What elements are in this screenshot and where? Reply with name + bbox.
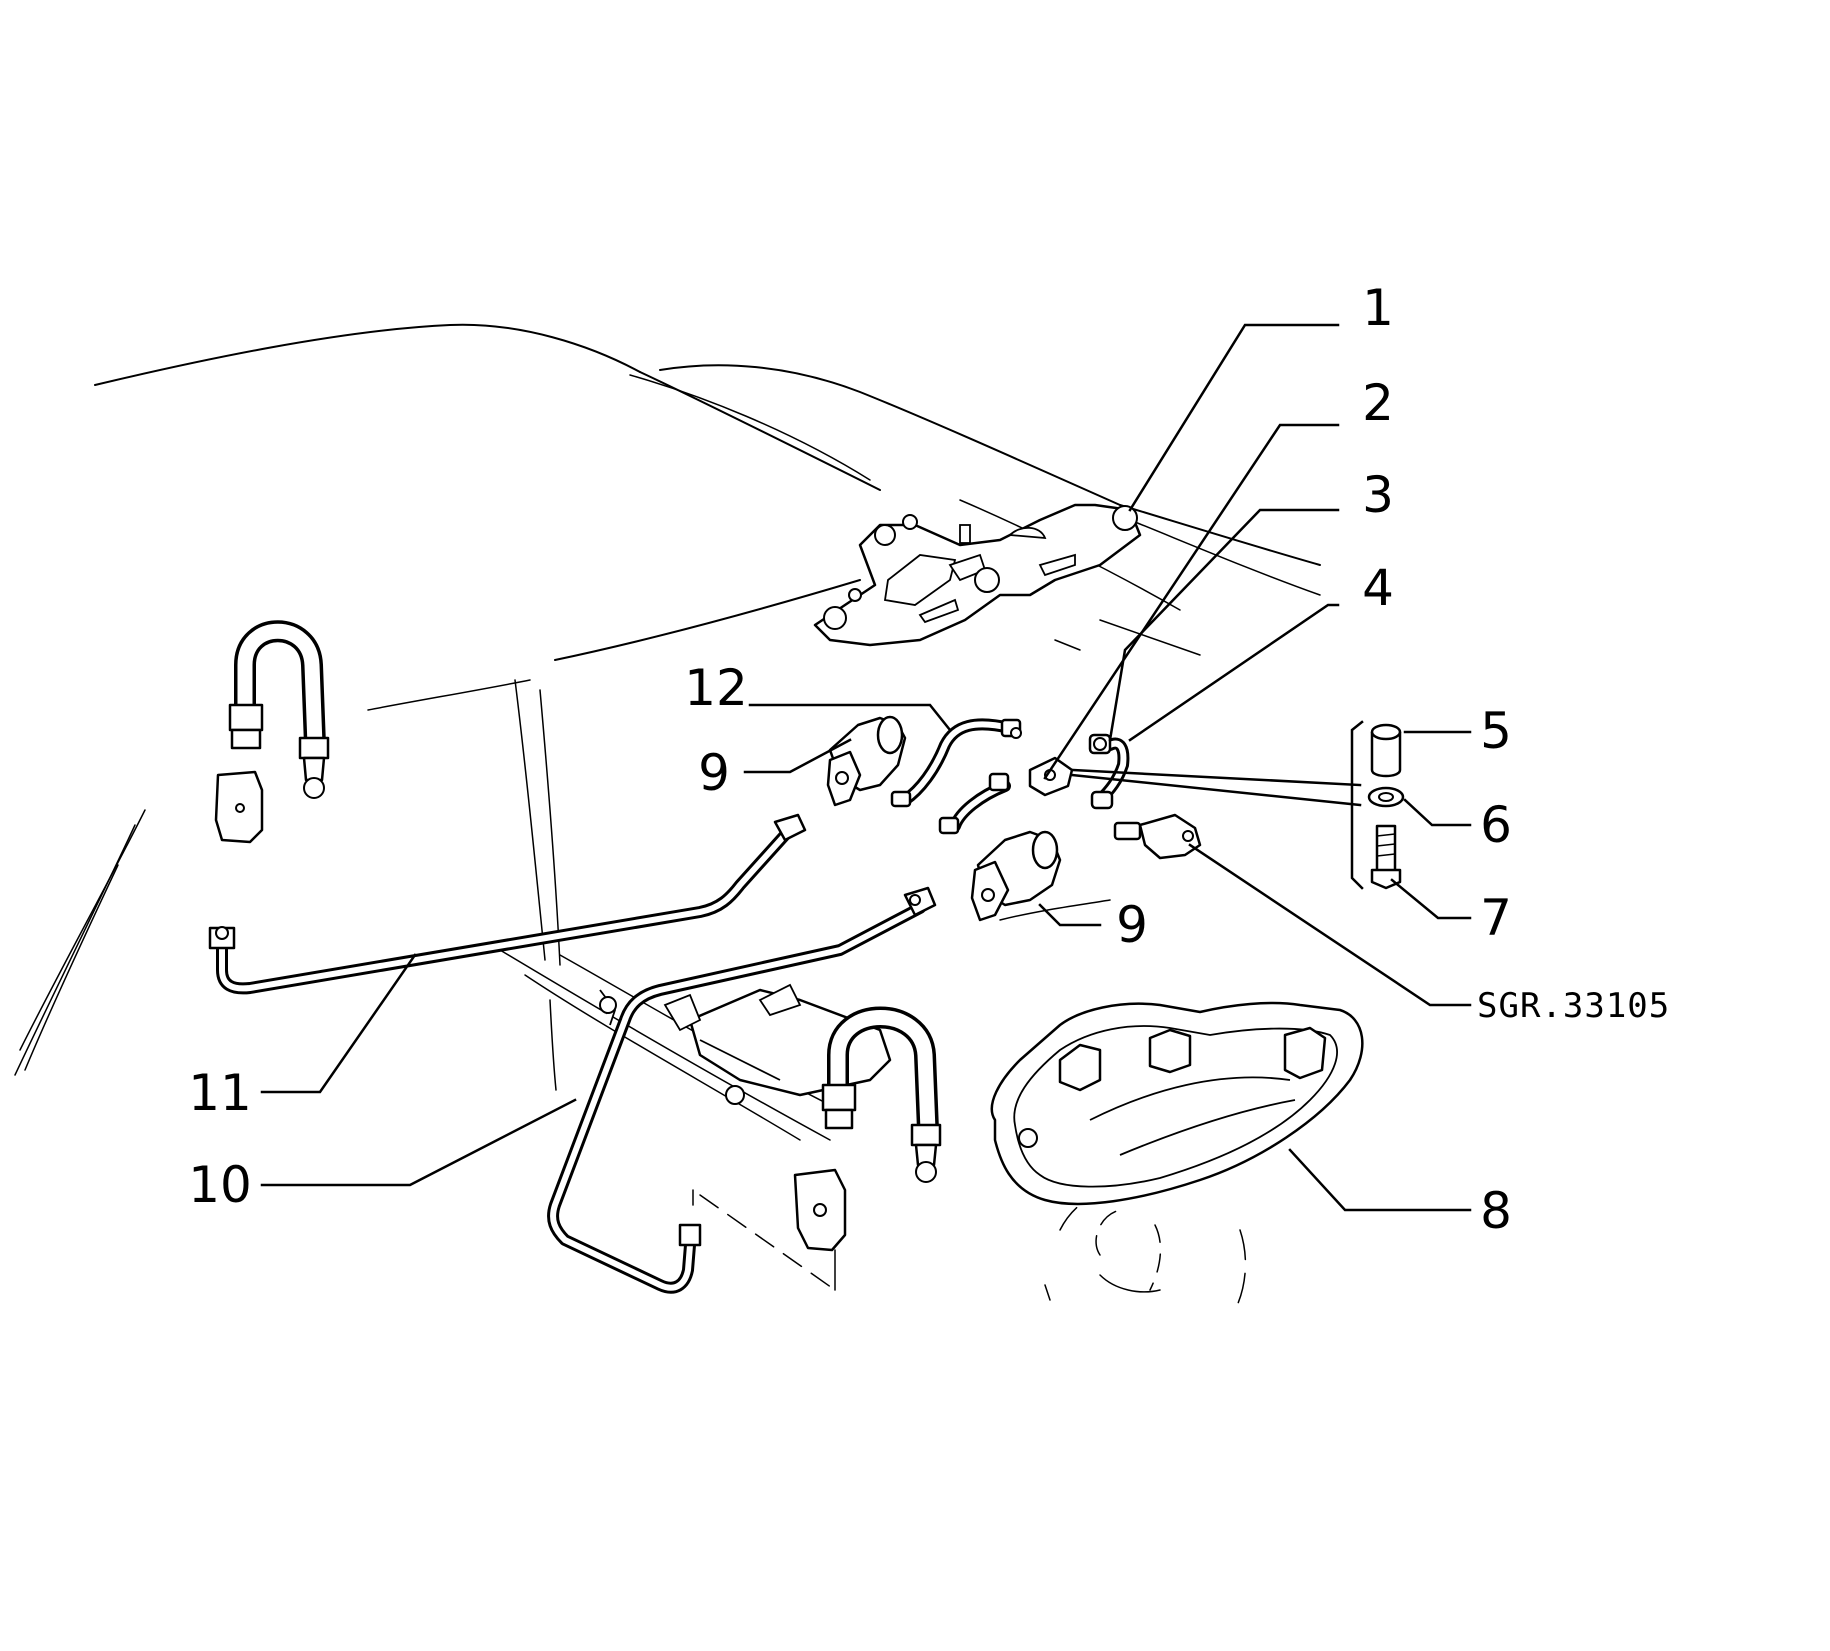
callout-9-upper: 9 bbox=[698, 744, 730, 802]
pressure-switch-assembly bbox=[1113, 813, 1202, 860]
leader-8 bbox=[1288, 1148, 1472, 1212]
brake-pipe-11 bbox=[208, 813, 807, 995]
leader-10 bbox=[260, 1098, 577, 1187]
callout-5: 5 bbox=[1480, 702, 1512, 760]
leader-2 bbox=[1043, 423, 1340, 780]
leader-7 bbox=[1390, 878, 1472, 920]
leader-5-connector bbox=[1070, 768, 1362, 787]
flex-hose-lower bbox=[793, 1006, 942, 1252]
callout-1: 1 bbox=[1362, 279, 1394, 337]
callout-8: 8 bbox=[1480, 1182, 1512, 1240]
callout-11: 11 bbox=[188, 1064, 252, 1122]
callout-12: 12 bbox=[684, 659, 748, 717]
leader-1 bbox=[1128, 323, 1340, 512]
tray-8 bbox=[990, 1001, 1364, 1206]
callout-6: 6 bbox=[1480, 796, 1512, 854]
brake-pipe-10 bbox=[547, 886, 937, 1294]
connector-block-3 bbox=[1028, 756, 1074, 797]
callout-9-lower: 9 bbox=[1116, 896, 1148, 954]
spacer-5 bbox=[1370, 723, 1402, 778]
bolt-7 bbox=[1370, 824, 1402, 890]
callout-3: 3 bbox=[1362, 466, 1394, 524]
reference-code: SGR.33105 bbox=[1477, 986, 1670, 1026]
brake-valve-9-lower bbox=[970, 830, 1062, 922]
brake-pipe-2 bbox=[938, 772, 1011, 835]
flex-hose-upper-left bbox=[214, 620, 330, 844]
leader-12 bbox=[748, 703, 952, 732]
leader-9a bbox=[743, 738, 852, 774]
leader-6-connector bbox=[1070, 773, 1362, 807]
leader-3 bbox=[1108, 508, 1340, 742]
brake-valve-9-upper bbox=[826, 715, 907, 807]
leader-6 bbox=[1403, 798, 1472, 827]
washer-6 bbox=[1367, 786, 1405, 808]
callout-2: 2 bbox=[1362, 374, 1394, 432]
callout-4: 4 bbox=[1362, 559, 1394, 617]
vehicle-body-outline bbox=[14, 323, 1321, 1311]
leader-4 bbox=[1128, 603, 1340, 742]
leader-lines bbox=[260, 323, 1472, 1212]
mounting-bracket bbox=[813, 503, 1142, 647]
callout-10: 10 bbox=[188, 1156, 252, 1214]
brake-pipe-4 bbox=[1088, 733, 1130, 810]
brake-pipe-12 bbox=[890, 718, 1022, 808]
leader-sgr bbox=[1188, 843, 1472, 1007]
leader-9b bbox=[1038, 903, 1102, 927]
callout-labels: 1 2 3 4 5 6 7 8 9 9 10 11 12 SGR.33105 bbox=[188, 279, 1670, 1240]
callout-7: 7 bbox=[1480, 889, 1512, 947]
leader-11 bbox=[260, 953, 417, 1094]
